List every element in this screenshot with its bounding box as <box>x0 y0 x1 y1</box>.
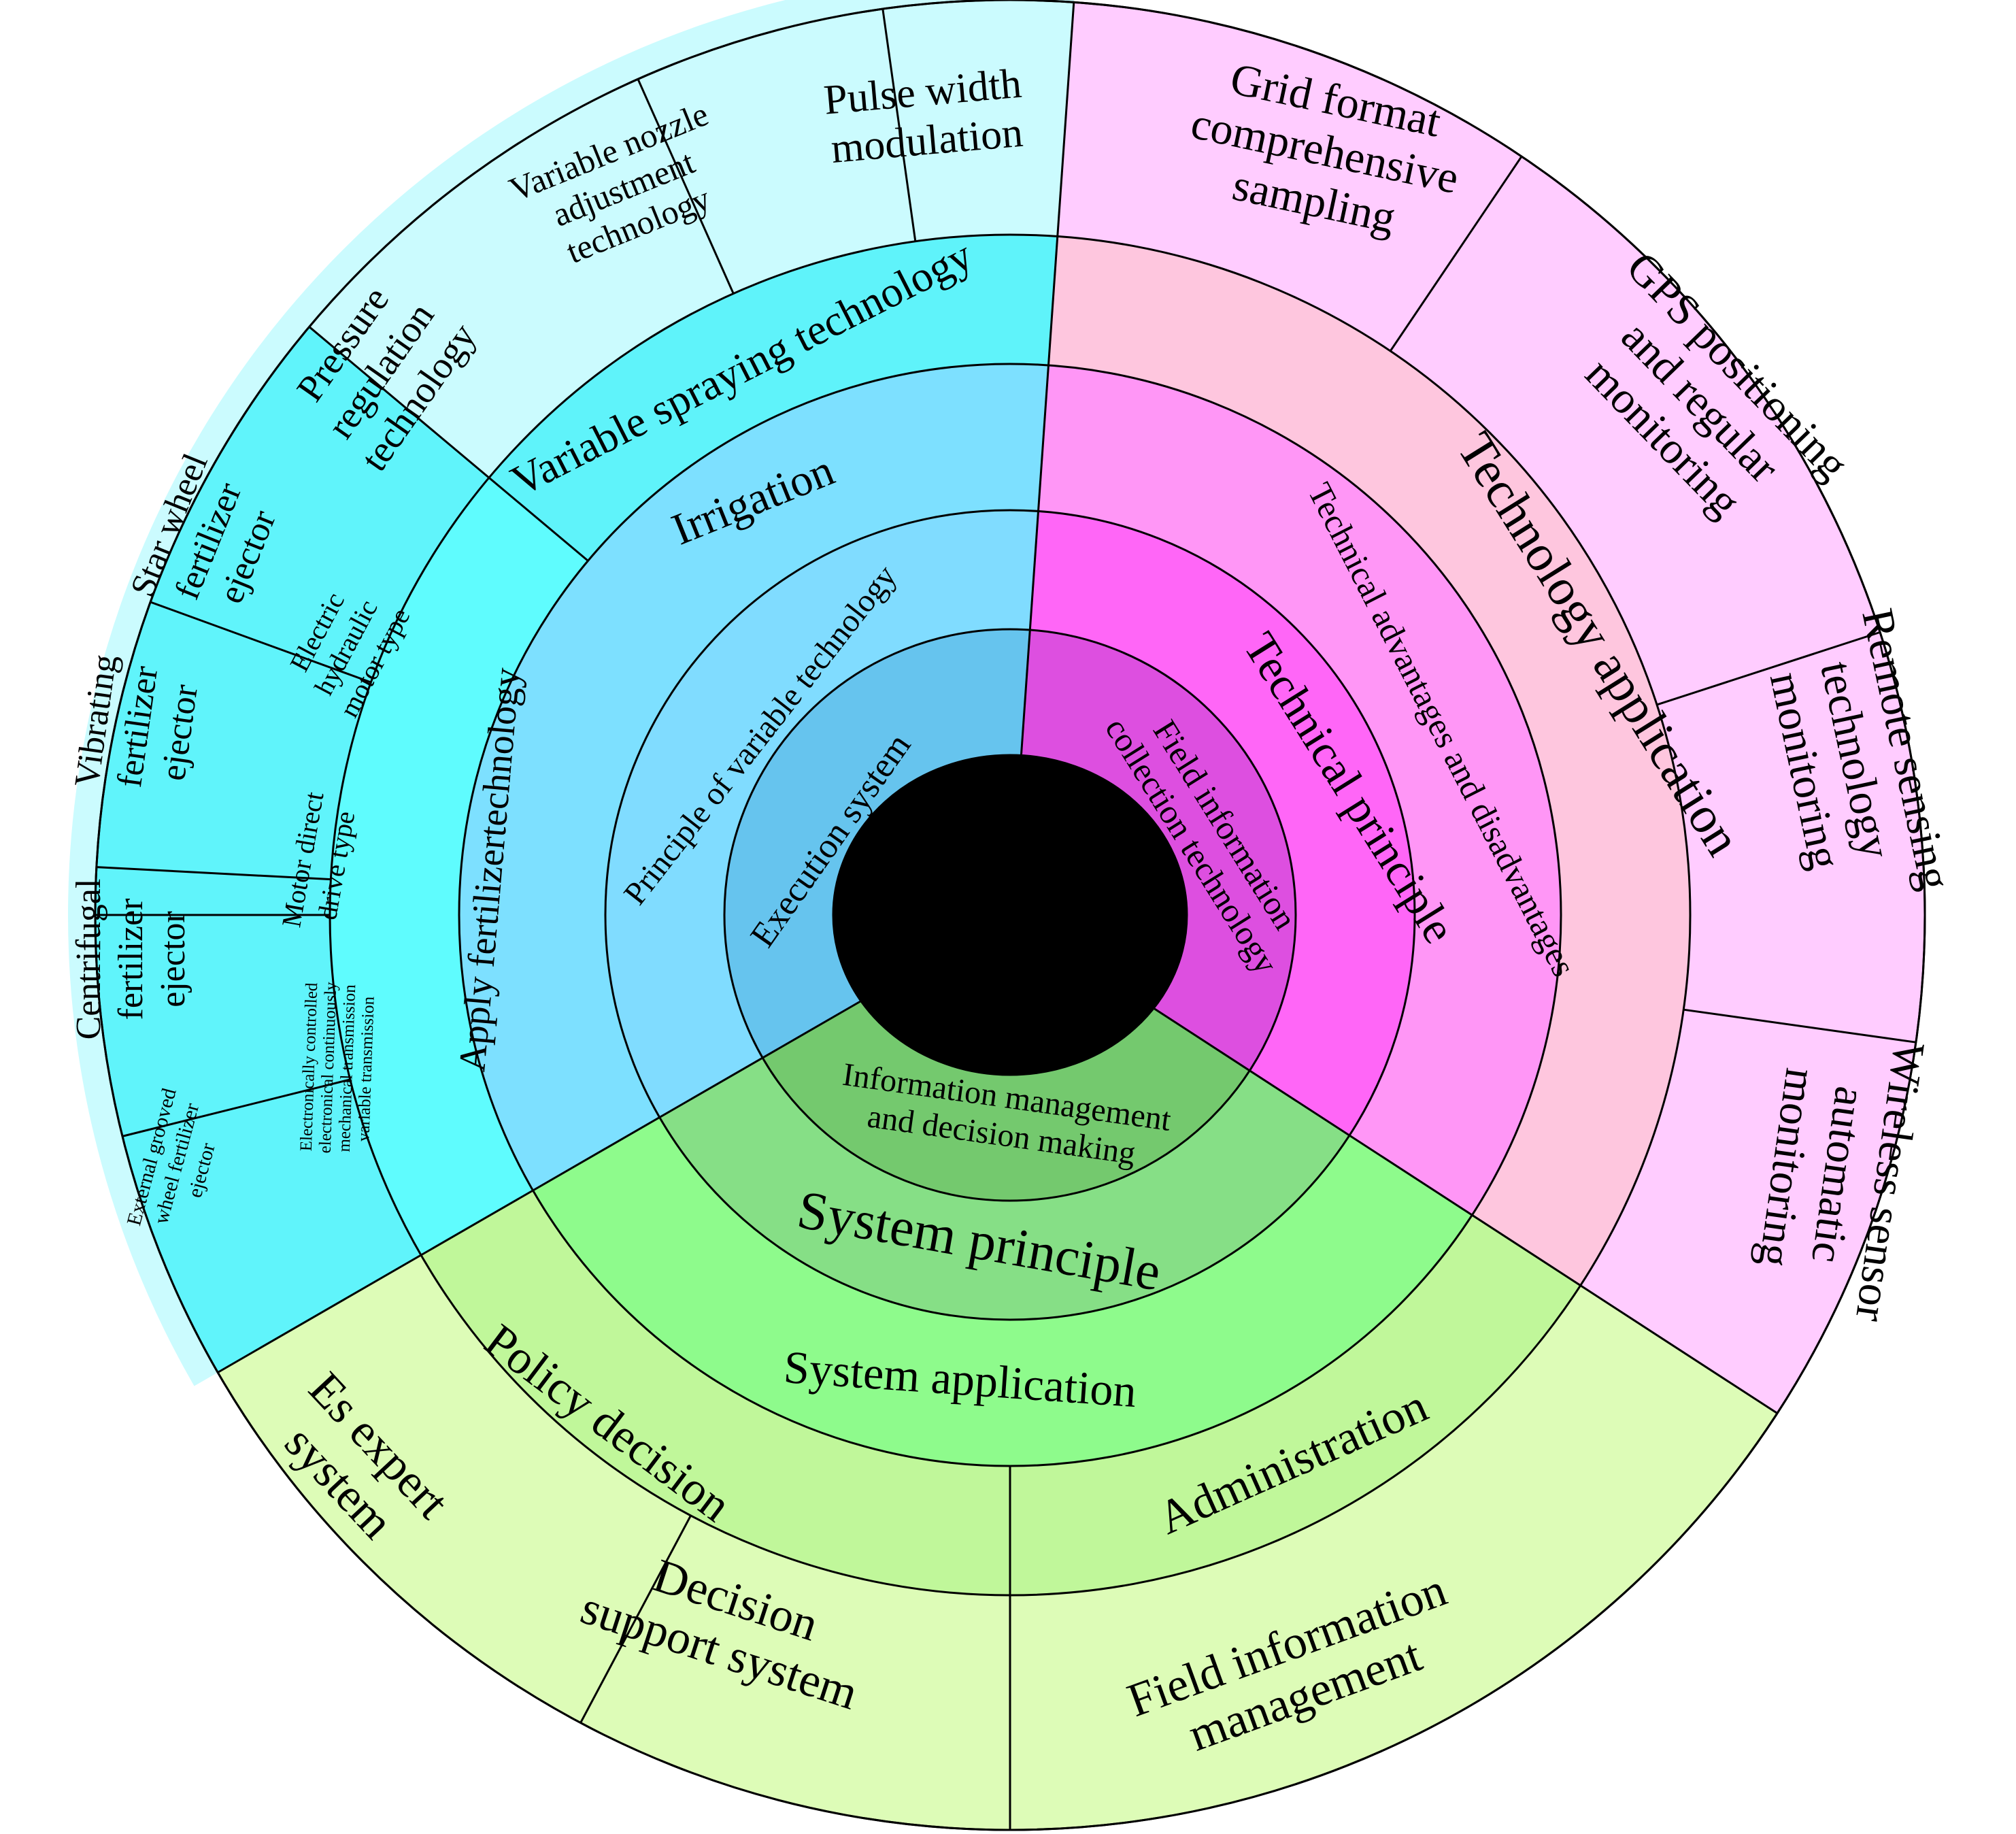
ring-blue-apply <box>330 478 588 1255</box>
divider-pink-green <box>1143 1001 1778 1414</box>
svg-text:fertilizer: fertilizer <box>112 899 150 1020</box>
label-centrifugal: Centrifugal fertilizer ejector <box>69 879 192 1040</box>
ring-blue-2 <box>459 364 1049 1190</box>
divider-green-blue <box>217 994 873 1373</box>
ring-pink-4 <box>1057 2 1926 1414</box>
ring-pink-1 <box>1030 511 1415 1136</box>
divider-fert-outer-2 <box>96 866 331 881</box>
center-title-line2: agriculture <box>900 923 1120 975</box>
ring-blue-1 <box>605 510 1039 1118</box>
divider-spraying-apply <box>308 326 589 562</box>
ring-green-4 <box>218 1255 1778 1831</box>
center-disc <box>832 754 1188 1076</box>
ring-green-1 <box>659 1058 1350 1320</box>
ring-green-2 <box>533 1117 1473 1467</box>
label-electronically-controlled: Electronically controlled electronical c… <box>297 982 378 1154</box>
divider-fert-outer-1 <box>150 601 371 684</box>
ring-green-3 <box>420 1190 1581 1596</box>
ring-blue-motor <box>95 327 489 1373</box>
ring-blue-spraying <box>488 235 1058 561</box>
svg-text:Centrifugal: Centrifugal <box>69 879 108 1040</box>
center-title-line1: Precision <box>920 856 1101 908</box>
svg-text:ejector: ejector <box>154 911 192 1007</box>
divider-fert-outer-3 <box>122 1078 351 1137</box>
divider-spray-outer-1 <box>637 78 735 295</box>
ring-blue-0 <box>724 629 1030 1058</box>
divider-green-outer-2 <box>579 1515 692 1724</box>
ring-pink-3 <box>1048 236 1691 1286</box>
divider-blue-pink <box>1020 2 1075 756</box>
ring-boundary-1 <box>604 509 1416 1321</box>
divider-tech-outer-2 <box>1656 631 1881 706</box>
divider-tech-outer-3 <box>1683 1008 1917 1044</box>
divider-spray-outer-2 <box>881 8 917 241</box>
outer-border <box>94 0 1926 1831</box>
ring-boundary-0 <box>723 628 1297 1202</box>
ring-pink-2 <box>1038 365 1562 1216</box>
divider-tech-outer-1 <box>1389 156 1523 352</box>
ring-green-0 <box>762 995 1250 1201</box>
ring-blue-outer-spraying <box>309 0 1074 478</box>
